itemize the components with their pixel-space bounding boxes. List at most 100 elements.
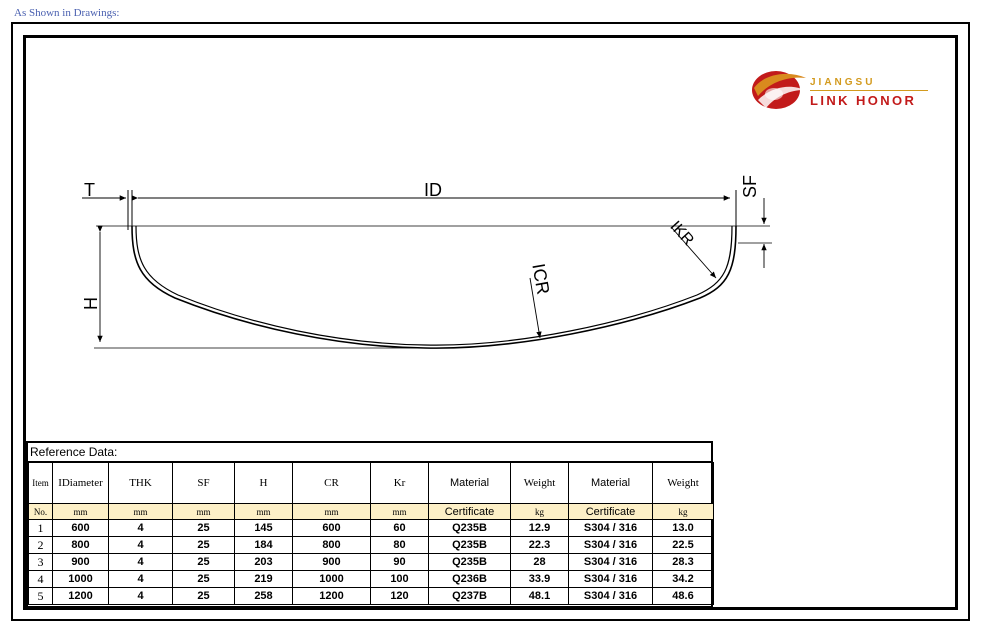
unit-cell: kg — [652, 503, 714, 520]
table-cell: 90 — [370, 553, 429, 571]
table-cell: 4 — [108, 587, 173, 605]
table-units-row: No. mm mm mm mm mm mm Certificate kg Cer… — [28, 503, 714, 520]
table-cell: 4 — [108, 570, 173, 588]
unit-cell: mm — [370, 503, 429, 520]
table-cell: Q235B — [428, 519, 511, 537]
table-cell: 900 — [52, 553, 109, 571]
table-cell: 33.9 — [510, 570, 569, 588]
table-cell: Q237B — [428, 587, 511, 605]
table-cell: Q235B — [428, 536, 511, 554]
dim-label-id: ID — [424, 180, 442, 200]
table-header-row: Item IDiameter THK SF H CR Kr Material W… — [28, 462, 714, 504]
table-cell: 1200 — [52, 587, 109, 605]
table-cell: 1000 — [52, 570, 109, 588]
table-cell: 48.6 — [652, 587, 714, 605]
table-cell: Q236B — [428, 570, 511, 588]
table-cell: 34.2 — [652, 570, 714, 588]
table-cell: 900 — [292, 553, 371, 571]
table-cell: 80 — [370, 536, 429, 554]
table-cell: 25 — [172, 553, 235, 571]
table-cell: 48.1 — [510, 587, 569, 605]
table-cell: S304 / 316 — [568, 553, 653, 571]
ikr-leader — [671, 227, 717, 279]
table-cell: S304 / 316 — [568, 536, 653, 554]
header-cell: Kr — [370, 462, 429, 504]
table-cell: 203 — [234, 553, 293, 571]
table-cell: 120 — [370, 587, 429, 605]
table-cell: 60 — [370, 519, 429, 537]
unit-cell: No. — [28, 503, 53, 520]
header-cell: CR — [292, 462, 371, 504]
table-cell: 4 — [108, 519, 173, 537]
table-cell: 13.0 — [652, 519, 714, 537]
table-cell: 184 — [234, 536, 293, 554]
table-row: 5 1200 4 25 258 1200 120 Q237B 48.1 S304… — [28, 587, 714, 605]
table-row: 4 1000 4 25 219 1000 100 Q236B 33.9 S304… — [28, 570, 714, 588]
head-profile-inner — [135, 225, 733, 346]
header-cell: SF — [172, 462, 235, 504]
unit-cell: Certificate — [428, 503, 511, 520]
drawing-caption: As Shown in Drawings: — [14, 7, 120, 19]
head-profile-outer — [131, 225, 737, 349]
table-cell: 800 — [292, 536, 371, 554]
table-row: 3 900 4 25 203 900 90 Q235B 28 S304 / 31… — [28, 553, 714, 571]
table-cell: 1200 — [292, 587, 371, 605]
table-cell: Q235B — [428, 553, 511, 571]
logo-rule — [810, 90, 928, 91]
table-cell: 28 — [510, 553, 569, 571]
item-cell: 2 — [28, 536, 53, 554]
logo-bottom-text: LINK HONOR — [810, 93, 917, 108]
table-cell: 800 — [52, 536, 109, 554]
table-cell: 258 — [234, 587, 293, 605]
unit-cell: mm — [172, 503, 235, 520]
table-cell: 12.9 — [510, 519, 569, 537]
logo-top-text: JIANGSU — [810, 77, 876, 88]
unit-cell: kg — [510, 503, 569, 520]
table-cell: 25 — [172, 587, 235, 605]
unit-cell: mm — [292, 503, 371, 520]
table-row: 2 800 4 25 184 800 80 Q235B 22.3 S304 / … — [28, 536, 714, 554]
reference-table: Item IDiameter THK SF H CR Kr Material W… — [28, 462, 714, 605]
table-cell: S304 / 316 — [568, 587, 653, 605]
table-cell: 600 — [292, 519, 371, 537]
header-cell: Material — [568, 462, 653, 504]
table-cell: 25 — [172, 570, 235, 588]
dim-label-h: H — [81, 297, 101, 310]
header-cell: Weight — [652, 462, 714, 504]
header-cell: H — [234, 462, 293, 504]
header-cell: Weight — [510, 462, 569, 504]
table-cell: 600 — [52, 519, 109, 537]
table-cell: 28.3 — [652, 553, 714, 571]
header-cell: THK — [108, 462, 173, 504]
table-cell: 4 — [108, 553, 173, 571]
unit-cell: mm — [108, 503, 173, 520]
dim-label-sf: SF — [740, 174, 760, 198]
item-cell: 5 — [28, 587, 53, 605]
logo-swirl-icon — [752, 71, 806, 109]
unit-cell: mm — [234, 503, 293, 520]
table-cell: 145 — [234, 519, 293, 537]
table-cell: 25 — [172, 519, 235, 537]
header-cell: IDiameter — [52, 462, 109, 504]
table-cell: 22.3 — [510, 536, 569, 554]
item-cell: 4 — [28, 570, 53, 588]
table-cell: 25 — [172, 536, 235, 554]
unit-cell: mm — [52, 503, 109, 520]
table-cell: S304 / 316 — [568, 519, 653, 537]
header-cell: Material — [428, 462, 511, 504]
reference-data-table: Reference Data: Item IDiameter THK SF H … — [26, 441, 714, 608]
table-cell: S304 / 316 — [568, 570, 653, 588]
table-cell: 4 — [108, 536, 173, 554]
table-row: 1 600 4 25 145 600 60 Q235B 12.9 S304 / … — [28, 519, 714, 537]
item-cell: 1 — [28, 519, 53, 537]
unit-cell: Certificate — [568, 503, 653, 520]
table-cell: 22.5 — [652, 536, 714, 554]
reference-title: Reference Data: — [28, 443, 711, 462]
outer-frame — [11, 22, 970, 621]
item-cell: 3 — [28, 553, 53, 571]
inner-frame — [23, 35, 958, 610]
icr-leader — [529, 277, 542, 339]
dim-label-t: T — [84, 180, 95, 200]
header-cell: Item — [28, 462, 53, 504]
